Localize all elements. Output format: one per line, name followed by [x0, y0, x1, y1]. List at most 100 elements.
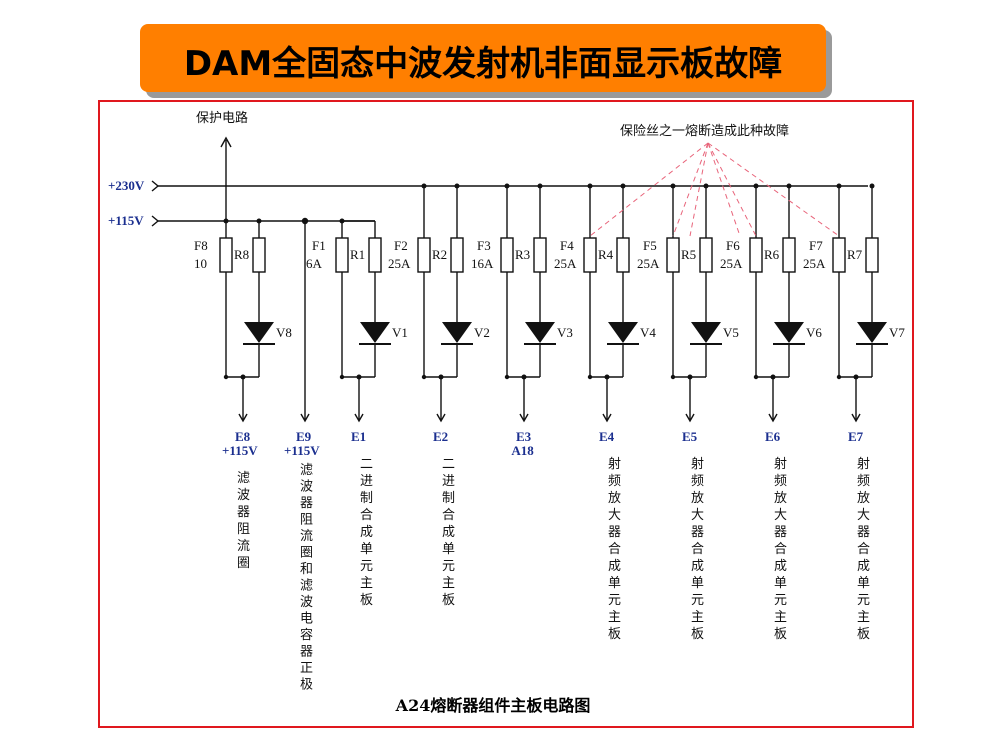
- description-char: 大: [774, 508, 787, 523]
- terminal-label: E6: [765, 429, 781, 444]
- fuse-label: F7: [809, 238, 823, 253]
- resistor-r8: [252, 237, 266, 273]
- fault-pointer-lines: [589, 142, 840, 237]
- diode-v8: [244, 322, 274, 343]
- terminal-label: E7: [848, 429, 864, 444]
- description-char: 元: [608, 593, 621, 608]
- fuse-f7: [832, 237, 846, 273]
- fault-pointer-line: [672, 142, 709, 237]
- description-char: 放: [857, 491, 870, 506]
- description-char: 波: [300, 595, 313, 610]
- diode-v4: [608, 322, 638, 343]
- resistor-label: R3: [515, 247, 530, 262]
- description-char: 滤: [300, 463, 313, 478]
- description-char: 频: [608, 474, 621, 489]
- description-char: 成: [442, 525, 455, 540]
- description-char: 滤: [237, 471, 250, 486]
- fuse-label: F3: [477, 238, 491, 253]
- description-char: 成: [774, 559, 787, 574]
- description-char: 阻: [300, 513, 313, 528]
- bus-230-label: +230V: [108, 178, 145, 193]
- fuse-label: F8: [194, 238, 208, 253]
- description-char: 和: [300, 562, 313, 577]
- description-char: 单: [857, 576, 870, 591]
- resistor-label: R1: [350, 247, 365, 262]
- description-char: 成: [691, 559, 704, 574]
- resistor-r4: [616, 237, 630, 273]
- description-char: 合: [360, 508, 373, 523]
- description-char: 容: [300, 627, 313, 643]
- fuse-f8: [219, 237, 233, 273]
- fuse-rating: 25A: [720, 256, 743, 271]
- fuse-f2: [417, 237, 431, 273]
- description-char: 器: [237, 505, 250, 520]
- protect-circuit-label: 保护电路: [196, 110, 248, 125]
- description-char: 二: [360, 457, 373, 472]
- description-char: 大: [608, 508, 621, 523]
- description-char: 板: [774, 627, 787, 642]
- description-char: 二: [442, 457, 455, 472]
- fuse-rating: 16A: [471, 256, 494, 271]
- description-char: 射: [774, 456, 787, 472]
- description-char: 圈: [237, 556, 250, 571]
- description-char: 单: [442, 542, 455, 557]
- terminal-label: E2: [433, 429, 448, 444]
- terminal-label: E4: [599, 429, 615, 444]
- description-char: 射: [857, 456, 870, 472]
- fuse-f5: [666, 237, 680, 273]
- fuse-label: F2: [394, 238, 408, 253]
- description-char: 放: [608, 491, 621, 506]
- terminal-label: E5: [682, 429, 698, 444]
- fuse-label: F5: [643, 238, 657, 253]
- fuse-f4: [583, 237, 597, 273]
- fault-pointer-line: [707, 142, 840, 237]
- description-char: 器: [300, 645, 313, 660]
- description-char: 射: [691, 456, 704, 472]
- description-char: 成: [360, 525, 373, 540]
- description-char: 器: [857, 525, 870, 540]
- description-char: 板: [857, 627, 870, 642]
- resistor-label: R8: [234, 247, 249, 262]
- description-char: 波: [237, 488, 250, 503]
- diode-v3: [525, 322, 555, 343]
- fuse-rating: 25A: [554, 256, 577, 271]
- resistor-label: R7: [847, 247, 863, 262]
- resistor-label: R5: [681, 247, 696, 262]
- description-char: 大: [857, 508, 870, 523]
- diode-label: V5: [723, 325, 739, 340]
- resistor-label: R2: [432, 247, 447, 262]
- description-char: 元: [774, 593, 787, 608]
- fuse-label: F4: [560, 238, 574, 253]
- terminal-label: E3: [516, 429, 532, 444]
- diagram-caption: A24熔断器组件主板电路图: [395, 696, 591, 715]
- fuse-rating: 25A: [637, 256, 660, 271]
- diode-label: V7: [889, 325, 905, 340]
- fault-pointer-line: [707, 142, 757, 237]
- description-char: 主: [608, 610, 621, 625]
- resistor-r5: [699, 237, 713, 273]
- resistor-label: R4: [598, 247, 614, 262]
- description-char: 器: [691, 525, 704, 540]
- description-char: 流: [300, 529, 313, 544]
- terminal-e9-voltage: +115V: [284, 443, 320, 458]
- terminal-extra: +115V: [222, 443, 258, 458]
- fault-pointer-line: [589, 142, 709, 237]
- description-char: 电: [300, 612, 313, 627]
- description-char: 波: [300, 480, 313, 495]
- title-banner: DAM全固态中波发射机非面显示板故障: [140, 24, 826, 92]
- diode-v2: [442, 322, 472, 343]
- description-char: 主: [857, 610, 870, 625]
- description-char: 合: [691, 542, 704, 557]
- description-char: 主: [360, 576, 373, 591]
- fault-pointer-line: [689, 142, 709, 237]
- description-char: 大: [691, 508, 704, 523]
- terminal-extra: A18: [511, 443, 534, 458]
- description-char: 制: [442, 491, 455, 506]
- diode-label: V8: [276, 325, 292, 340]
